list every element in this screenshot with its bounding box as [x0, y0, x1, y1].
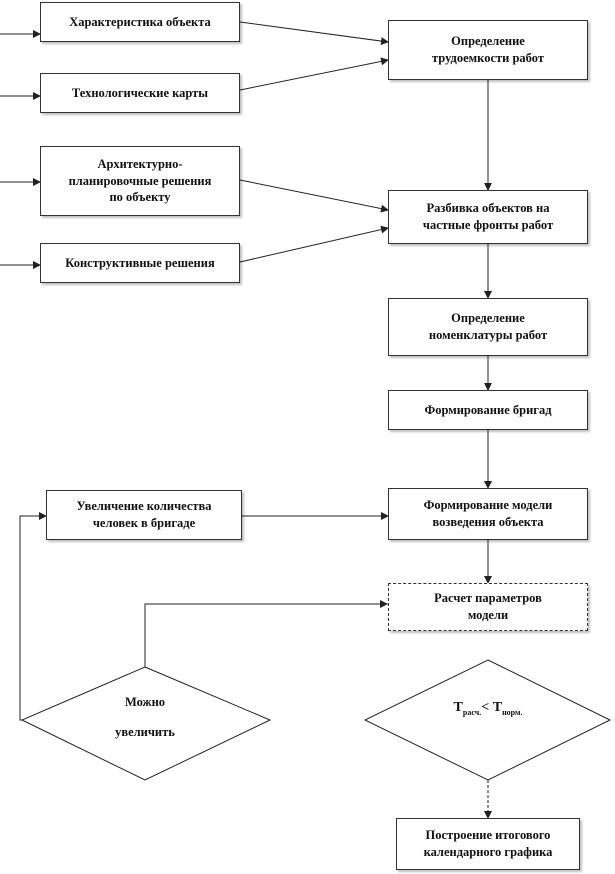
t-calc-subscript: расч.: [462, 707, 482, 717]
box-brigades-label: Формирование бригад: [424, 402, 552, 417]
box-params: Расчет параметров модели: [388, 583, 588, 631]
arrow-arch-to-split: [239, 179, 389, 213]
box-nomenclature: Определение номенклатуры работ: [388, 298, 588, 356]
decision-compare-shape: [363, 659, 612, 781]
box-structural-solutions-label: Конструктивные решения: [65, 255, 215, 270]
box-split-fronts-label: Разбивка объектов на частные фронты рабо…: [422, 201, 554, 232]
box-split-fronts: Разбивка объектов на частные фронты рабо…: [388, 190, 588, 244]
box-labor-intensity: Определение трудоемкости работ: [388, 20, 588, 80]
box-structural-solutions: Конструктивные решения: [40, 243, 240, 283]
arrow-char-to-labor: [239, 21, 389, 46]
decision-can-increase-shape: [20, 666, 272, 781]
arrow-struct-to-split: [239, 225, 389, 263]
decision-can-increase-label: Можно увеличить: [115, 695, 175, 739]
box-labor-intensity-label: Определение трудоемкости работ: [432, 34, 544, 65]
box-final-schedule-label: Построение итогового календарного график…: [423, 828, 553, 859]
box-nomenclature-label: Определение номенклатуры работ: [428, 311, 548, 342]
decision-compare: Tрасч.< Tнорм.: [408, 700, 568, 717]
box-model: Формирование модели возведения объекта: [388, 488, 588, 540]
arrow-decision-to-increase: [19, 512, 47, 721]
arrow-tech-to-labor: [239, 57, 389, 91]
t-calc-symbol: T: [453, 700, 463, 715]
t-norm-subscript: норм.: [502, 707, 523, 717]
box-increase-people: Увеличение количества человек в бригаде: [46, 490, 242, 540]
box-technological-maps: Технологические карты: [40, 73, 240, 113]
box-technological-maps-label: Технологические карты: [71, 85, 209, 100]
box-architectural-solutions-label: Архитектурно- планировочные решения по о…: [68, 156, 212, 205]
decision-can-increase: Можно увеличить: [95, 695, 195, 740]
box-final-schedule: Построение итогового календарного график…: [396, 818, 580, 870]
box-params-label: Расчет параметров модели: [434, 591, 542, 622]
box-architectural-solutions: Архитектурно- планировочные решения по о…: [40, 146, 240, 216]
box-brigades: Формирование бригад: [388, 390, 588, 430]
box-object-characteristics-label: Характеристика объекта: [69, 14, 211, 29]
box-model-label: Формирование модели возведения объекта: [423, 498, 553, 529]
box-increase-people-label: Увеличение количества человек в бригаде: [76, 499, 212, 530]
box-object-characteristics: Характеристика объекта: [40, 2, 240, 42]
t-compare-symbol: < T: [481, 700, 503, 715]
line-params-to-decision: [144, 603, 388, 667]
